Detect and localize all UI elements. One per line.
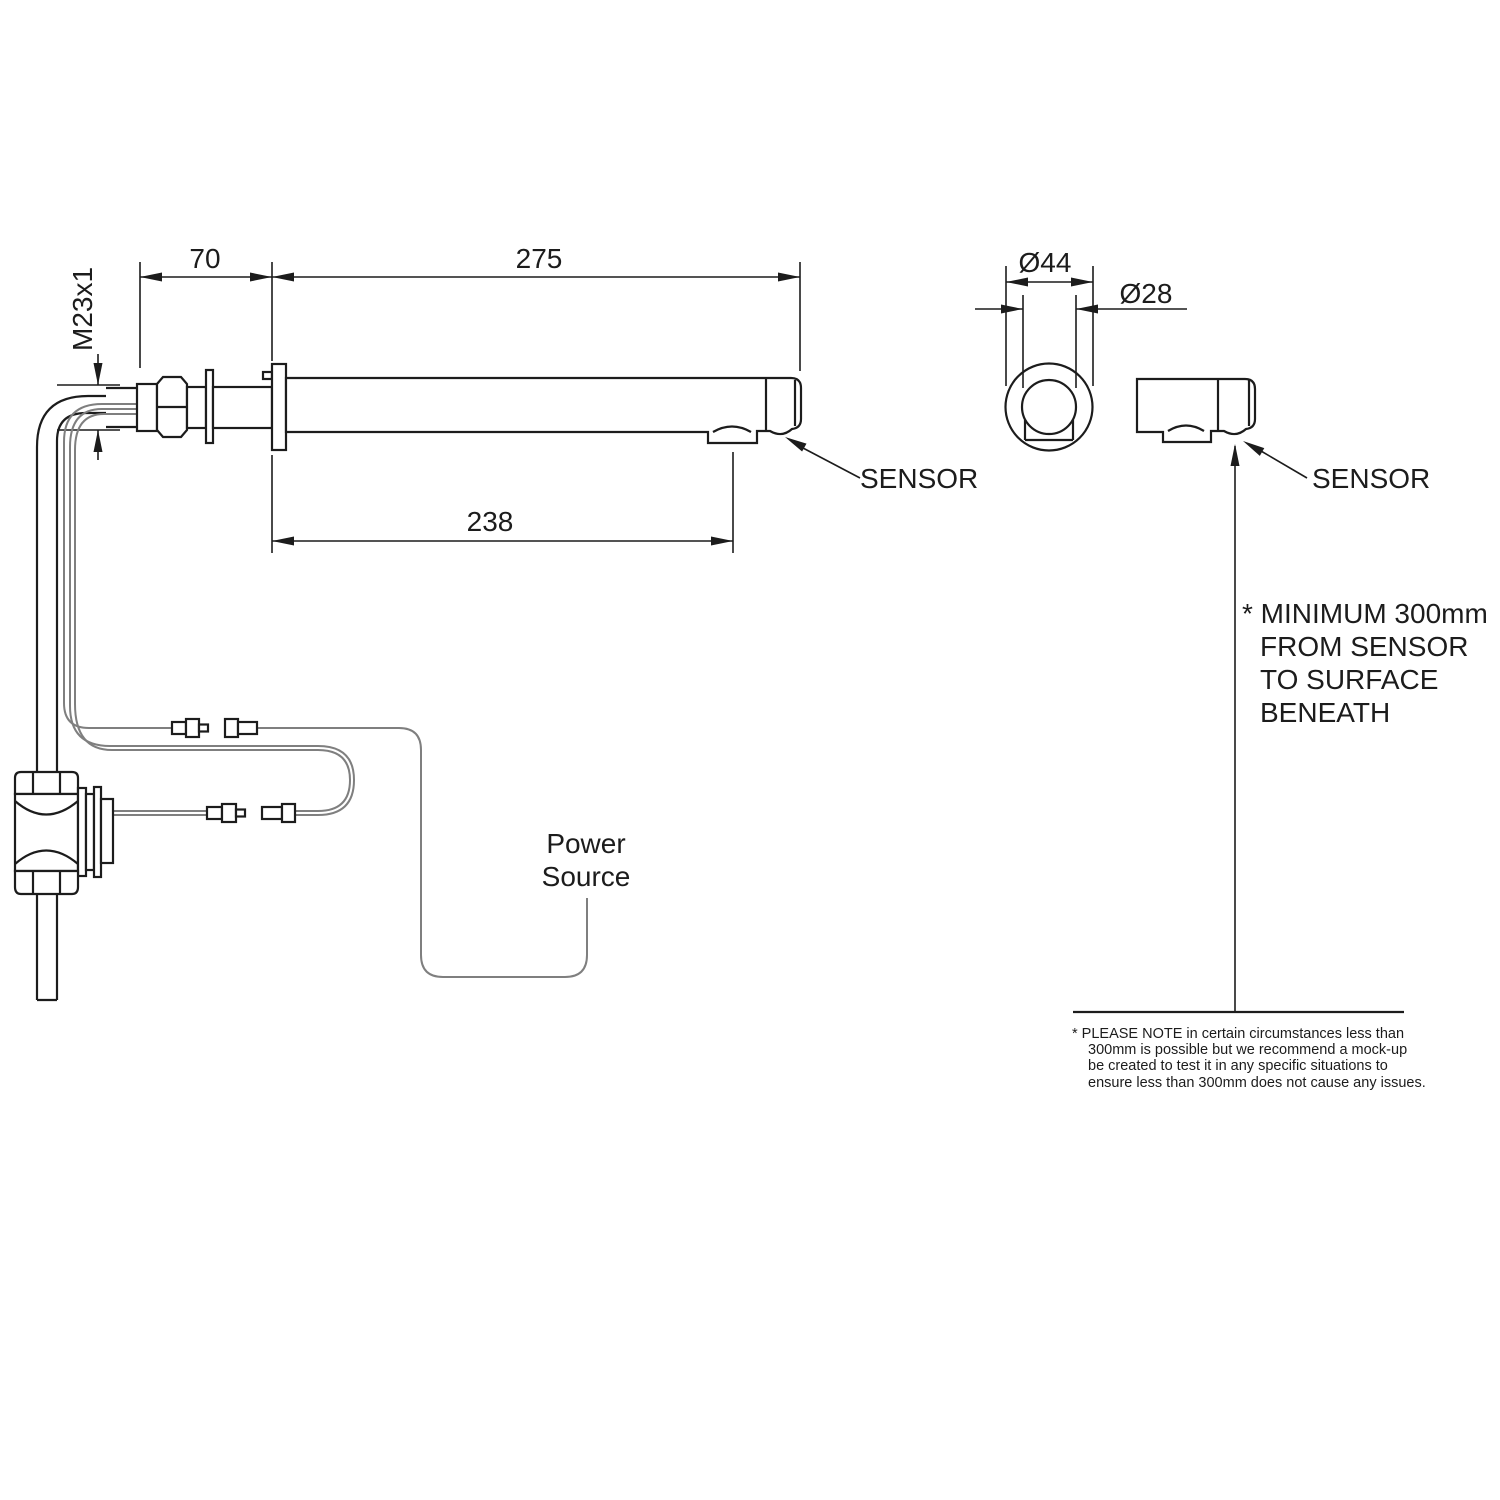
clearance-note-line4: BENEATH	[1260, 697, 1390, 728]
connector-socket	[223, 717, 240, 739]
solenoid-cap	[76, 786, 88, 878]
dim-238-label: 238	[467, 506, 514, 537]
power-source-line2: Source	[542, 861, 631, 892]
dia44-label: Ø44	[1019, 247, 1072, 278]
footnote-line4: ensure less than 300mm does not cause an…	[1088, 1075, 1426, 1091]
dia28-label: Ø28	[1120, 278, 1173, 309]
dim-70-label: 70	[189, 243, 220, 274]
supply-pipe-tail	[35, 894, 59, 1002]
clearance-line	[1073, 444, 1404, 1014]
spout-outline	[284, 376, 803, 445]
clearance-note-line3: TO SURFACE	[1260, 664, 1438, 695]
front-view: 70 275 M23x1	[35, 243, 978, 978]
clearance-note: * MINIMUM 300mm FROM SENSOR TO SURFACE B…	[1242, 598, 1488, 728]
fixing-tab	[261, 370, 274, 381]
spout-inner-circle	[1020, 378, 1078, 436]
power-cable	[257, 727, 588, 978]
clearance-note-line1: * MINIMUM 300mm	[1242, 598, 1488, 629]
valve-bottom-nut	[13, 869, 80, 896]
dimension-70-275: 70 275	[139, 243, 801, 371]
solenoid-valve-assembly	[13, 770, 115, 1002]
aerator-dome	[712, 425, 752, 433]
footnote-line2: 300mm is possible but we recommend a moc…	[1088, 1042, 1407, 1058]
power-source-label: Power Source	[542, 828, 631, 892]
power-source-line1: Power	[546, 828, 625, 859]
sensor-callout-side: SENSOR	[1243, 441, 1430, 494]
tap-body	[106, 362, 288, 452]
sensor-label-front: SENSOR	[860, 463, 978, 494]
dimension-238: 238	[271, 452, 734, 553]
dim-275-label: 275	[516, 243, 563, 274]
sensor-callout-front: SENSOR	[785, 437, 978, 494]
wall-plate	[270, 362, 288, 452]
footnote-line1: * PLEASE NOTE in certain circumstances l…	[1072, 1026, 1404, 1042]
spout-tip-outline	[1135, 377, 1257, 444]
valve-body	[13, 792, 80, 873]
side-view: SENSOR * MINIMUM 300mm FROM SENSOR TO SU…	[1072, 377, 1488, 1091]
backnut-washer	[135, 382, 159, 433]
dimension-dia44: Ø44	[1005, 247, 1094, 386]
cable-connectors	[170, 717, 297, 824]
connector-plug	[205, 805, 224, 821]
clearance-note-line2: FROM SENSOR	[1260, 631, 1468, 662]
connector-socket	[260, 805, 284, 821]
thread-size-label: M23x1	[67, 267, 98, 351]
sensor-cables	[63, 403, 588, 978]
spout	[284, 376, 803, 445]
aerator-end-profile	[1023, 420, 1075, 442]
valve-top-nut	[13, 770, 80, 796]
connector-plug	[170, 720, 188, 736]
footnote: * PLEASE NOTE in certain circumstances l…	[1072, 1026, 1426, 1091]
end-view: Ø44 Ø28	[975, 247, 1187, 452]
dimension-thread: M23x1	[57, 267, 120, 460]
flange-outer-circle	[1004, 362, 1094, 452]
footnote-line3: be created to test it in any specific si…	[1088, 1058, 1388, 1074]
aerator-dome	[1167, 424, 1205, 432]
sensor-label-side: SENSOR	[1312, 463, 1430, 494]
dimension-dia28: Ø28	[975, 278, 1187, 388]
